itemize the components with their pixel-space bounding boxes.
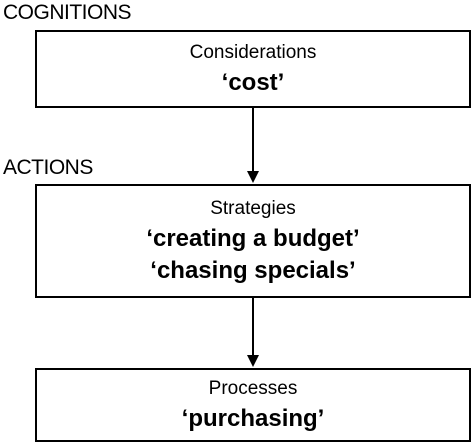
arrow-considerations-to-strategies bbox=[247, 108, 259, 183]
considerations-box: Considerations ‘cost’ bbox=[35, 30, 471, 108]
strategies-title: Strategies bbox=[210, 198, 296, 219]
actions-label: ACTIONS bbox=[3, 156, 93, 179]
processes-title: Processes bbox=[208, 378, 298, 399]
cognitions-label: COGNITIONS bbox=[3, 1, 132, 24]
arrow-strategies-to-processes bbox=[247, 298, 259, 367]
strategies-item-chasing-specials: ‘chasing specials’ bbox=[150, 257, 356, 284]
considerations-title: Considerations bbox=[189, 42, 317, 63]
strategies-box: Strategies ‘creating a budget’ ‘chasing … bbox=[35, 184, 471, 298]
considerations-item-cost: ‘cost’ bbox=[221, 69, 285, 96]
processes-item-purchasing: ‘purchasing’ bbox=[181, 405, 325, 432]
strategies-item-creating-a-budget: ‘creating a budget’ bbox=[146, 225, 360, 252]
arrow-head bbox=[247, 355, 259, 367]
processes-box: Processes ‘purchasing’ bbox=[35, 368, 471, 442]
arrow-head bbox=[247, 171, 259, 183]
